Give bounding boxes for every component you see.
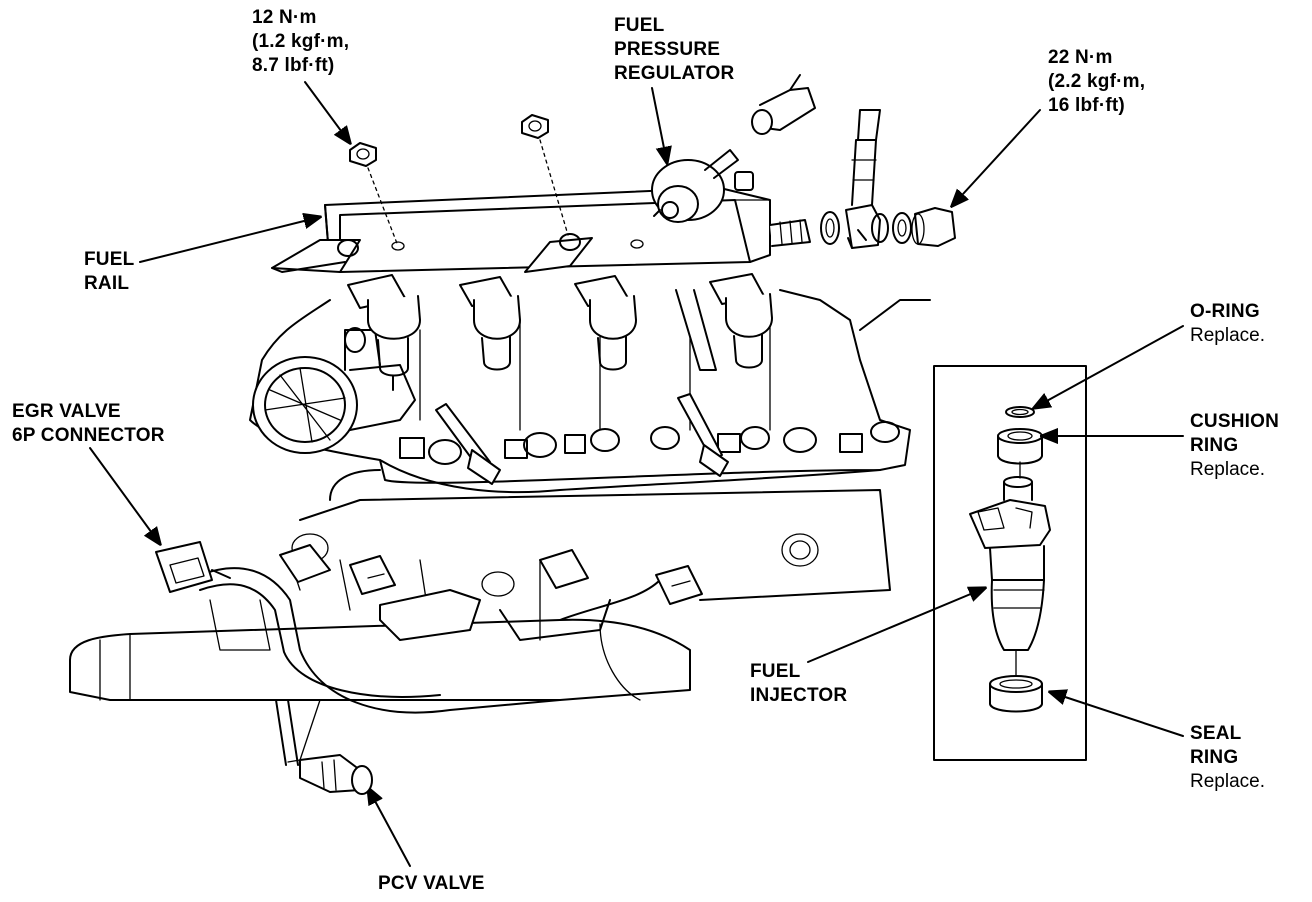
arrow-o-ring	[1034, 325, 1184, 408]
torque-label-banjo-bolt: 22 N·m (2.2 kgf·m, 16 lbf·ft)	[1048, 46, 1145, 118]
injector-1	[347, 274, 421, 391]
label-line: PCV VALVE	[378, 873, 485, 894]
torque-kgfm: (2.2 kgf·m,	[1048, 71, 1146, 92]
label-name: SEAL	[1190, 723, 1242, 744]
injector-connectors	[279, 544, 703, 605]
label-note: Replace.	[1190, 325, 1265, 346]
label-o-ring: O-RING Replace.	[1190, 300, 1265, 348]
cushion-ring-part	[997, 428, 1043, 465]
arrow-fuel-rail	[139, 217, 320, 263]
banjo-fitting	[751, 74, 956, 249]
label-note: Replace.	[1190, 459, 1265, 480]
egr-connector-part	[155, 541, 231, 593]
label-fuel-rail: FUEL RAIL	[84, 248, 134, 296]
injector-detail-inset	[933, 365, 1087, 761]
label-line: 6P CONNECTOR	[12, 425, 165, 446]
installed-injectors	[347, 273, 773, 391]
arrow-fuel-injector	[807, 588, 985, 663]
arrow-pressure-regulator	[651, 87, 667, 163]
arrow-pcv-valve	[368, 788, 411, 867]
rail-bolt-2	[521, 114, 549, 139]
label-line: FUEL	[614, 15, 665, 36]
label-seal-ring: SEAL RING Replace.	[1190, 722, 1265, 794]
label-line: FUEL	[84, 249, 135, 270]
torque-nm: 22 N·m	[1048, 47, 1113, 68]
label-name: O-RING	[1190, 301, 1260, 322]
fuel-rail-part	[271, 114, 811, 273]
label-name: RING	[1190, 747, 1239, 768]
label-pcv-valve: PCV VALVE	[378, 872, 485, 896]
label-line: EGR VALVE	[12, 401, 121, 422]
leader-arrows	[89, 81, 1184, 867]
fuel-injector-part	[969, 476, 1051, 677]
label-fuel-injector: FUEL INJECTOR	[750, 660, 847, 708]
label-name: CUSHION	[1190, 411, 1280, 432]
arrow-egr-connector	[89, 447, 160, 544]
injector-3	[574, 275, 637, 371]
label-line: RAIL	[84, 273, 130, 294]
torque-lbfft: 8.7 lbf·ft)	[252, 55, 335, 76]
label-line: PRESSURE	[614, 39, 721, 60]
pcv-valve-part	[249, 699, 373, 795]
rail-bolt-1	[349, 142, 377, 167]
injector-2	[459, 276, 521, 371]
lower-manifold	[69, 618, 691, 701]
label-note: Replace.	[1190, 771, 1265, 792]
label-fuel-pressure-regulator: FUEL PRESSURE REGULATOR	[614, 14, 734, 86]
label-line: FUEL	[750, 661, 801, 682]
label-egr-valve-connector: EGR VALVE 6P CONNECTOR	[12, 400, 165, 448]
torque-lbfft: 16 lbf·ft)	[1048, 95, 1125, 116]
throttle-body	[252, 327, 416, 454]
torque-kgfm: (1.2 kgf·m,	[252, 31, 350, 52]
spark-plugs	[435, 393, 729, 485]
label-name: RING	[1190, 435, 1239, 456]
torque-label-rail-bolt: 12 N·m (1.2 kgf·m, 8.7 lbf·ft)	[252, 6, 349, 78]
seal-ring-part	[989, 675, 1043, 713]
label-line: REGULATOR	[614, 63, 735, 84]
torque-nm: 12 N·m	[252, 7, 317, 28]
pressure-regulator-part	[651, 149, 754, 223]
injector-4	[709, 273, 773, 369]
arrow-banjo-bolt	[952, 109, 1041, 206]
intake-manifold-outline	[249, 289, 931, 601]
label-line: INJECTOR	[750, 685, 848, 706]
arrow-rail-bolt	[304, 81, 350, 143]
label-cushion-ring: CUSHION RING Replace.	[1190, 410, 1279, 482]
o-ring-part	[1005, 406, 1035, 418]
arrow-seal-ring	[1050, 692, 1184, 737]
